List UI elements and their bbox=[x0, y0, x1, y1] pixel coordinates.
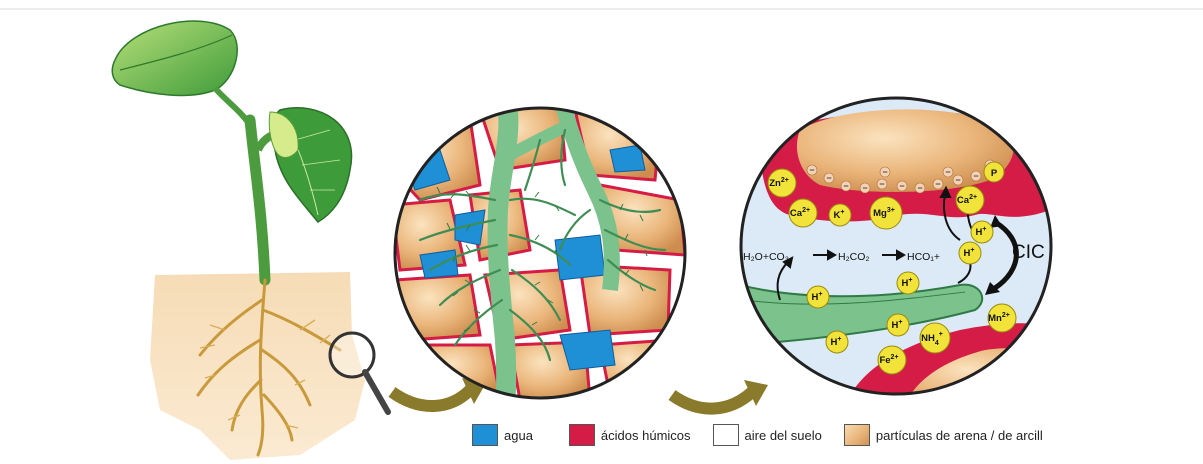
svg-text:−: − bbox=[879, 179, 884, 189]
cation-exchange-circle: −−− −−− −−− −−− − bbox=[740, 95, 1060, 410]
plant-illustration bbox=[112, 21, 365, 460]
svg-text:−: − bbox=[882, 167, 887, 177]
svg-text:−: − bbox=[973, 171, 978, 181]
legend-swatch-water bbox=[472, 424, 498, 446]
legend-label-particles: partículas de arena / de arcill bbox=[876, 428, 1043, 443]
svg-text:−: − bbox=[862, 183, 867, 193]
legend-label-air: aire del suelo bbox=[745, 428, 822, 443]
svg-text:−: − bbox=[809, 165, 814, 175]
legend-label-water: agua bbox=[504, 428, 533, 443]
svg-text:−: − bbox=[917, 183, 922, 193]
legend-label-humic: ácidos húmicos bbox=[601, 428, 691, 443]
reaction-hco1: HCO₁+ bbox=[907, 251, 940, 263]
ion-p: P bbox=[991, 168, 998, 179]
legend-swatch-air bbox=[713, 424, 739, 446]
arrow-to-zoom2 bbox=[672, 380, 768, 409]
svg-text:−: − bbox=[843, 181, 848, 191]
svg-text:−: − bbox=[935, 179, 940, 189]
legend-swatch-humic bbox=[569, 424, 595, 446]
legend-item-humic: ácidos húmicos bbox=[569, 424, 691, 446]
svg-text:−: − bbox=[899, 181, 904, 191]
soil-zoom-circle bbox=[390, 95, 690, 410]
legend-item-air: aire del suelo bbox=[713, 424, 822, 446]
reaction-h2o-co3: H₂O+CO₃ bbox=[743, 251, 789, 263]
leaf-top bbox=[112, 21, 237, 95]
svg-text:−: − bbox=[945, 167, 950, 177]
legend-swatch-particles bbox=[844, 424, 870, 446]
reaction-h2co2: H₂CO₂ bbox=[838, 251, 870, 263]
legend-item-particles: partículas de arena / de arcill bbox=[844, 424, 1043, 446]
svg-text:−: − bbox=[955, 175, 960, 185]
cic-label: CIC bbox=[1012, 242, 1045, 263]
legend: agua ácidos húmicos aire del suelo partí… bbox=[472, 424, 1043, 446]
svg-text:−: − bbox=[826, 173, 831, 183]
legend-item-water: agua bbox=[472, 424, 533, 446]
